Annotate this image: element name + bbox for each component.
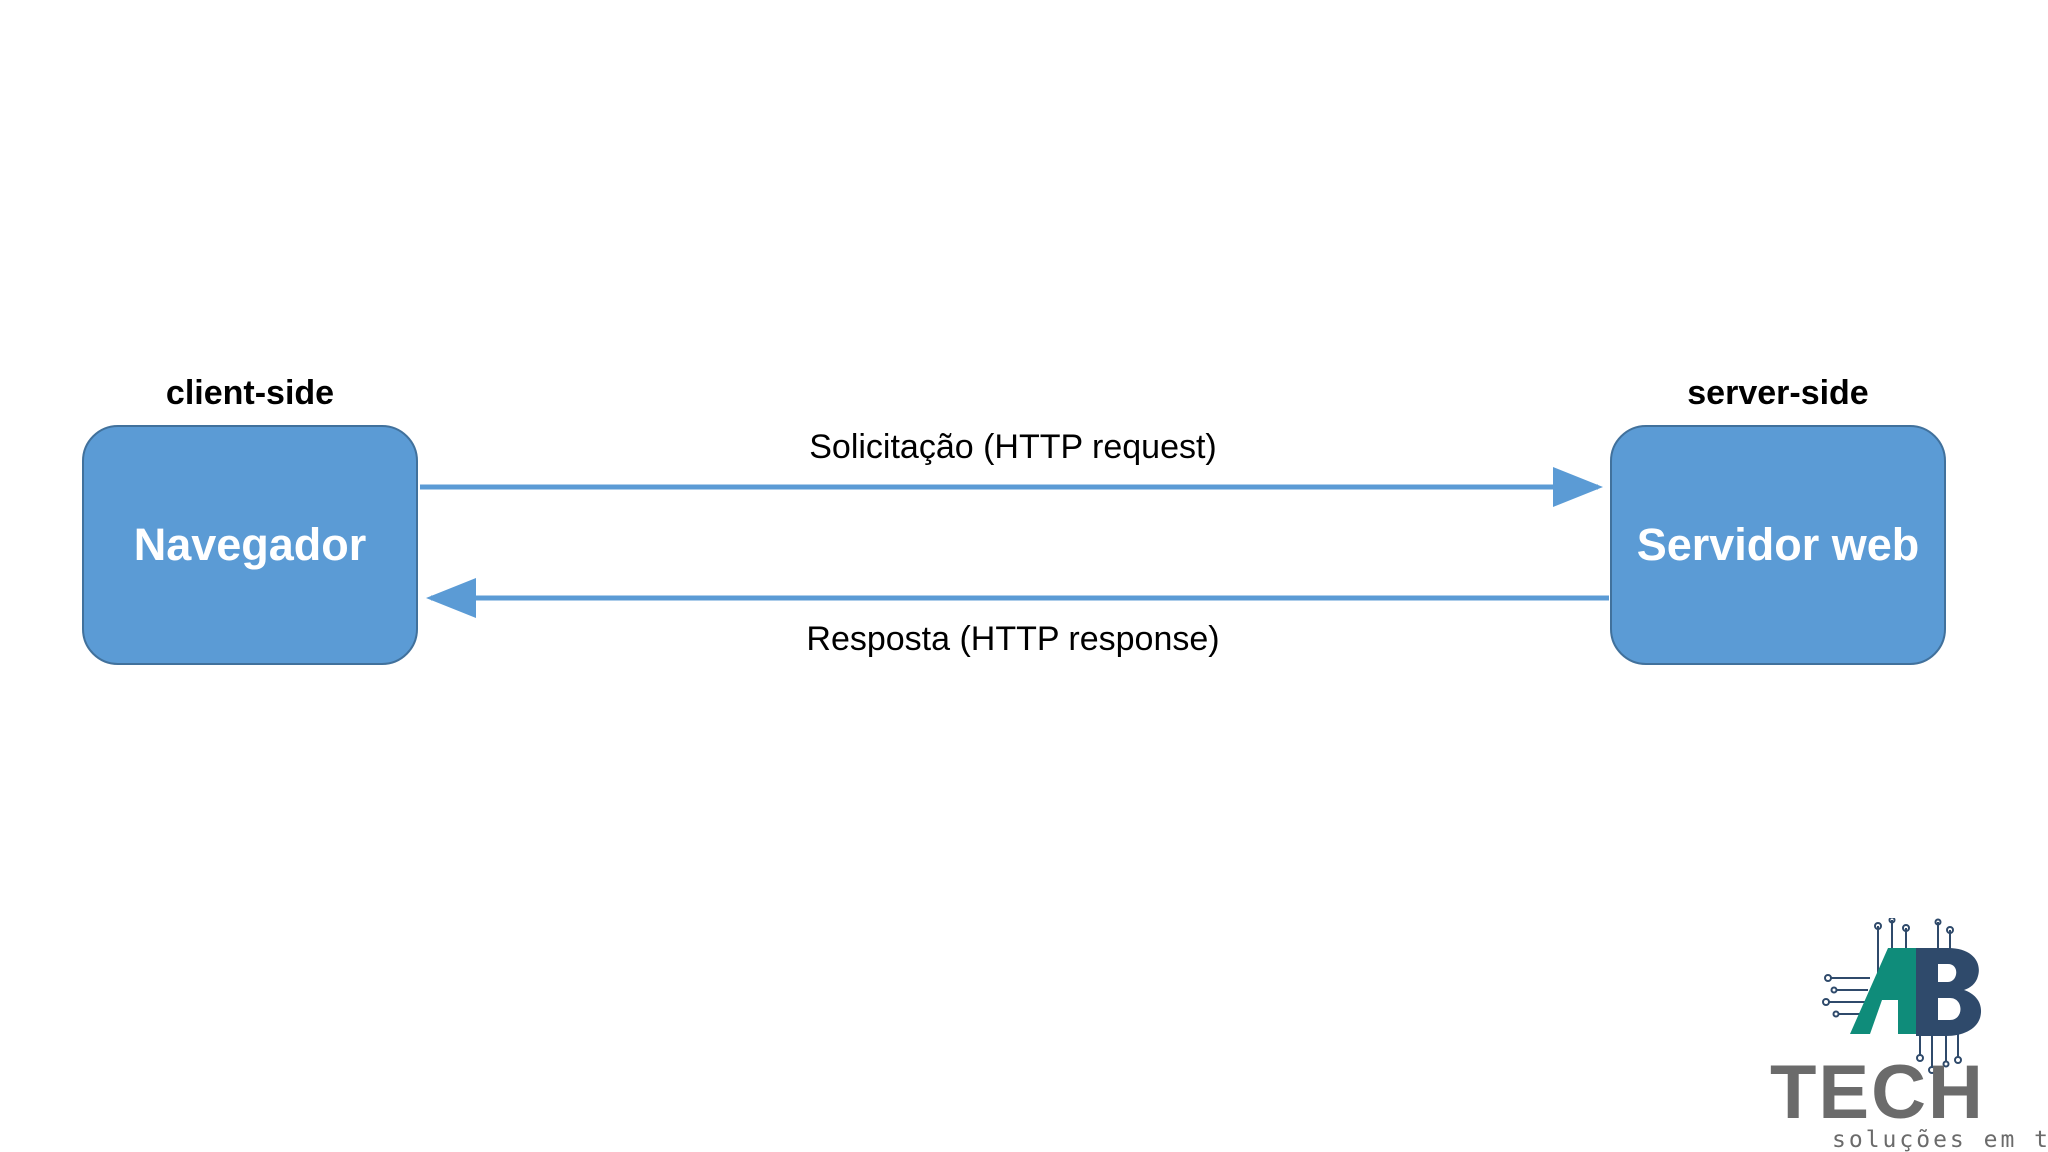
logo-a-shape (1850, 948, 1920, 1034)
web-server-node: Servidor web (1610, 425, 1946, 665)
logo-b-shape (1916, 948, 1982, 1036)
client-side-label: client-side (165, 374, 335, 412)
browser-node-label: Navegador (133, 519, 367, 570)
web-server-node-label: Servidor web (1636, 519, 1920, 570)
response-label: Resposta (HTTP response) (806, 620, 1220, 658)
logo-wordmark: TECH (1770, 1050, 1985, 1135)
logo-tagline: soluções em ti (1832, 1127, 2048, 1152)
ab-tech-logo: TECH soluções em ti (1770, 918, 2048, 1152)
request-label: Solicitação (HTTP request) (809, 428, 1217, 466)
server-side-label: server-side (1687, 374, 1869, 412)
browser-node: Navegador (82, 425, 418, 665)
